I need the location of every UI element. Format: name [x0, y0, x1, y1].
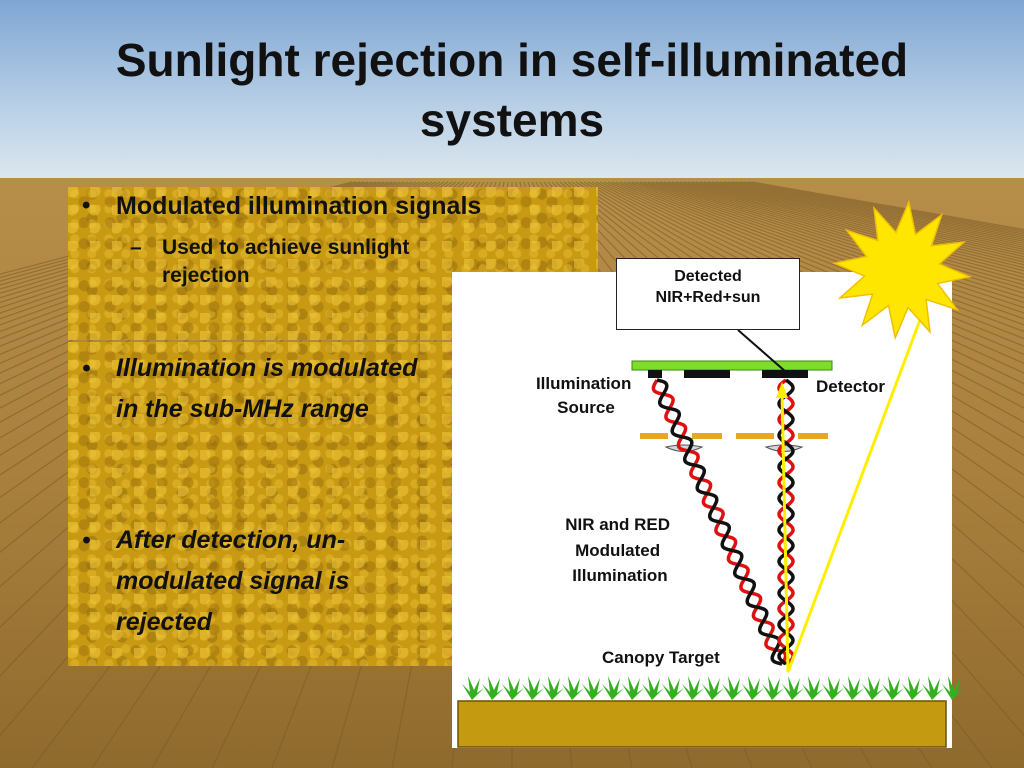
grass-blade [762, 676, 784, 700]
sensor-bar [631, 360, 833, 371]
illumination-source-label: Illumination Source [536, 374, 636, 417]
grass-blade [542, 676, 564, 700]
field-furrow [659, 181, 1024, 286]
grass-blade [822, 676, 844, 700]
grass-blade [502, 676, 524, 700]
callout-pointer [737, 329, 787, 373]
field-furrow [0, 181, 377, 299]
nir-wave [656, 378, 783, 666]
bullet-point-1-text: Illumination is modulated in the sub-MHz… [116, 354, 418, 423]
grass-blade [642, 676, 664, 700]
grass-blade [782, 676, 804, 700]
field-furrow [655, 181, 1024, 290]
grass-blade [742, 676, 764, 700]
field-furrow [0, 181, 365, 286]
grass-blade [462, 676, 484, 700]
grass-blade [902, 676, 924, 700]
detector-element [762, 370, 808, 378]
detector-label: Detector [816, 377, 885, 396]
grass-blade [722, 676, 744, 700]
grass-blade [482, 676, 504, 700]
grass-blade [942, 676, 964, 700]
sensor-diagram-panel [452, 272, 952, 748]
bullet-panel-top [68, 187, 598, 340]
field-furrow [647, 181, 1024, 299]
grass-blade [662, 676, 684, 700]
field-furrow [663, 181, 1024, 282]
field-furrow [0, 181, 361, 282]
callout-line-2: NIR+Red+sun [655, 289, 761, 306]
bullet-panel-bottom [68, 342, 452, 666]
sun-ray-arrowhead [776, 382, 788, 398]
sun-ray [780, 319, 922, 673]
field-furrow [651, 181, 1024, 294]
dash-marker: – [130, 236, 142, 259]
slide-title: Sunlight rejection in self-illuminated s… [0, 30, 1024, 150]
grass-blade [522, 676, 544, 700]
grass-blade [862, 676, 884, 700]
bullet-point-2-text: After detection, un-modulated signal is … [116, 526, 350, 636]
grass-blade [622, 676, 644, 700]
grass-blade [842, 676, 864, 700]
callout-line-1: Detected [674, 268, 742, 285]
canopy-target-label: Canopy Target [602, 648, 720, 667]
soil-block [457, 700, 947, 748]
bullet-marker: • [82, 527, 91, 554]
bullet-main: • Modulated illumination signals [82, 191, 481, 221]
detected-signal-callout: Detected NIR+Red+sun [616, 258, 800, 330]
grass-blade [562, 676, 584, 700]
field-furrow [0, 181, 369, 290]
slide-title-line-2: systems [419, 94, 605, 146]
bullet-point-2: • After detection, un-modulated signal i… [82, 520, 442, 643]
grass-blade [802, 676, 824, 700]
sun-icon [831, 199, 973, 341]
bullet-sub-text: Used to achieve sunlight rejection [162, 236, 410, 287]
slide-title-line-1: Sunlight rejection in self-illuminated [115, 34, 909, 86]
grass-blade [602, 676, 624, 700]
grass-blade [702, 676, 724, 700]
bullet-marker: • [82, 355, 91, 382]
bullet-point-1: • Illumination is modulated in the sub-M… [82, 348, 442, 430]
field-furrow [0, 181, 373, 294]
bullet-marker: • [82, 192, 91, 219]
bullet-sub: – Used to achieve sunlight rejection [130, 234, 490, 290]
aperture-plates [640, 433, 828, 439]
grass-icon [462, 676, 964, 700]
grass-blade [682, 676, 704, 700]
modulated-illumination-label: NIR and RED Modulated Illumination [565, 515, 675, 585]
grass-blade [882, 676, 904, 700]
grass-blade [582, 676, 604, 700]
grass-blade [922, 676, 944, 700]
filter-block [684, 370, 730, 378]
source-emitter [648, 370, 662, 378]
bullet-main-text: Modulated illumination signals [116, 192, 482, 220]
